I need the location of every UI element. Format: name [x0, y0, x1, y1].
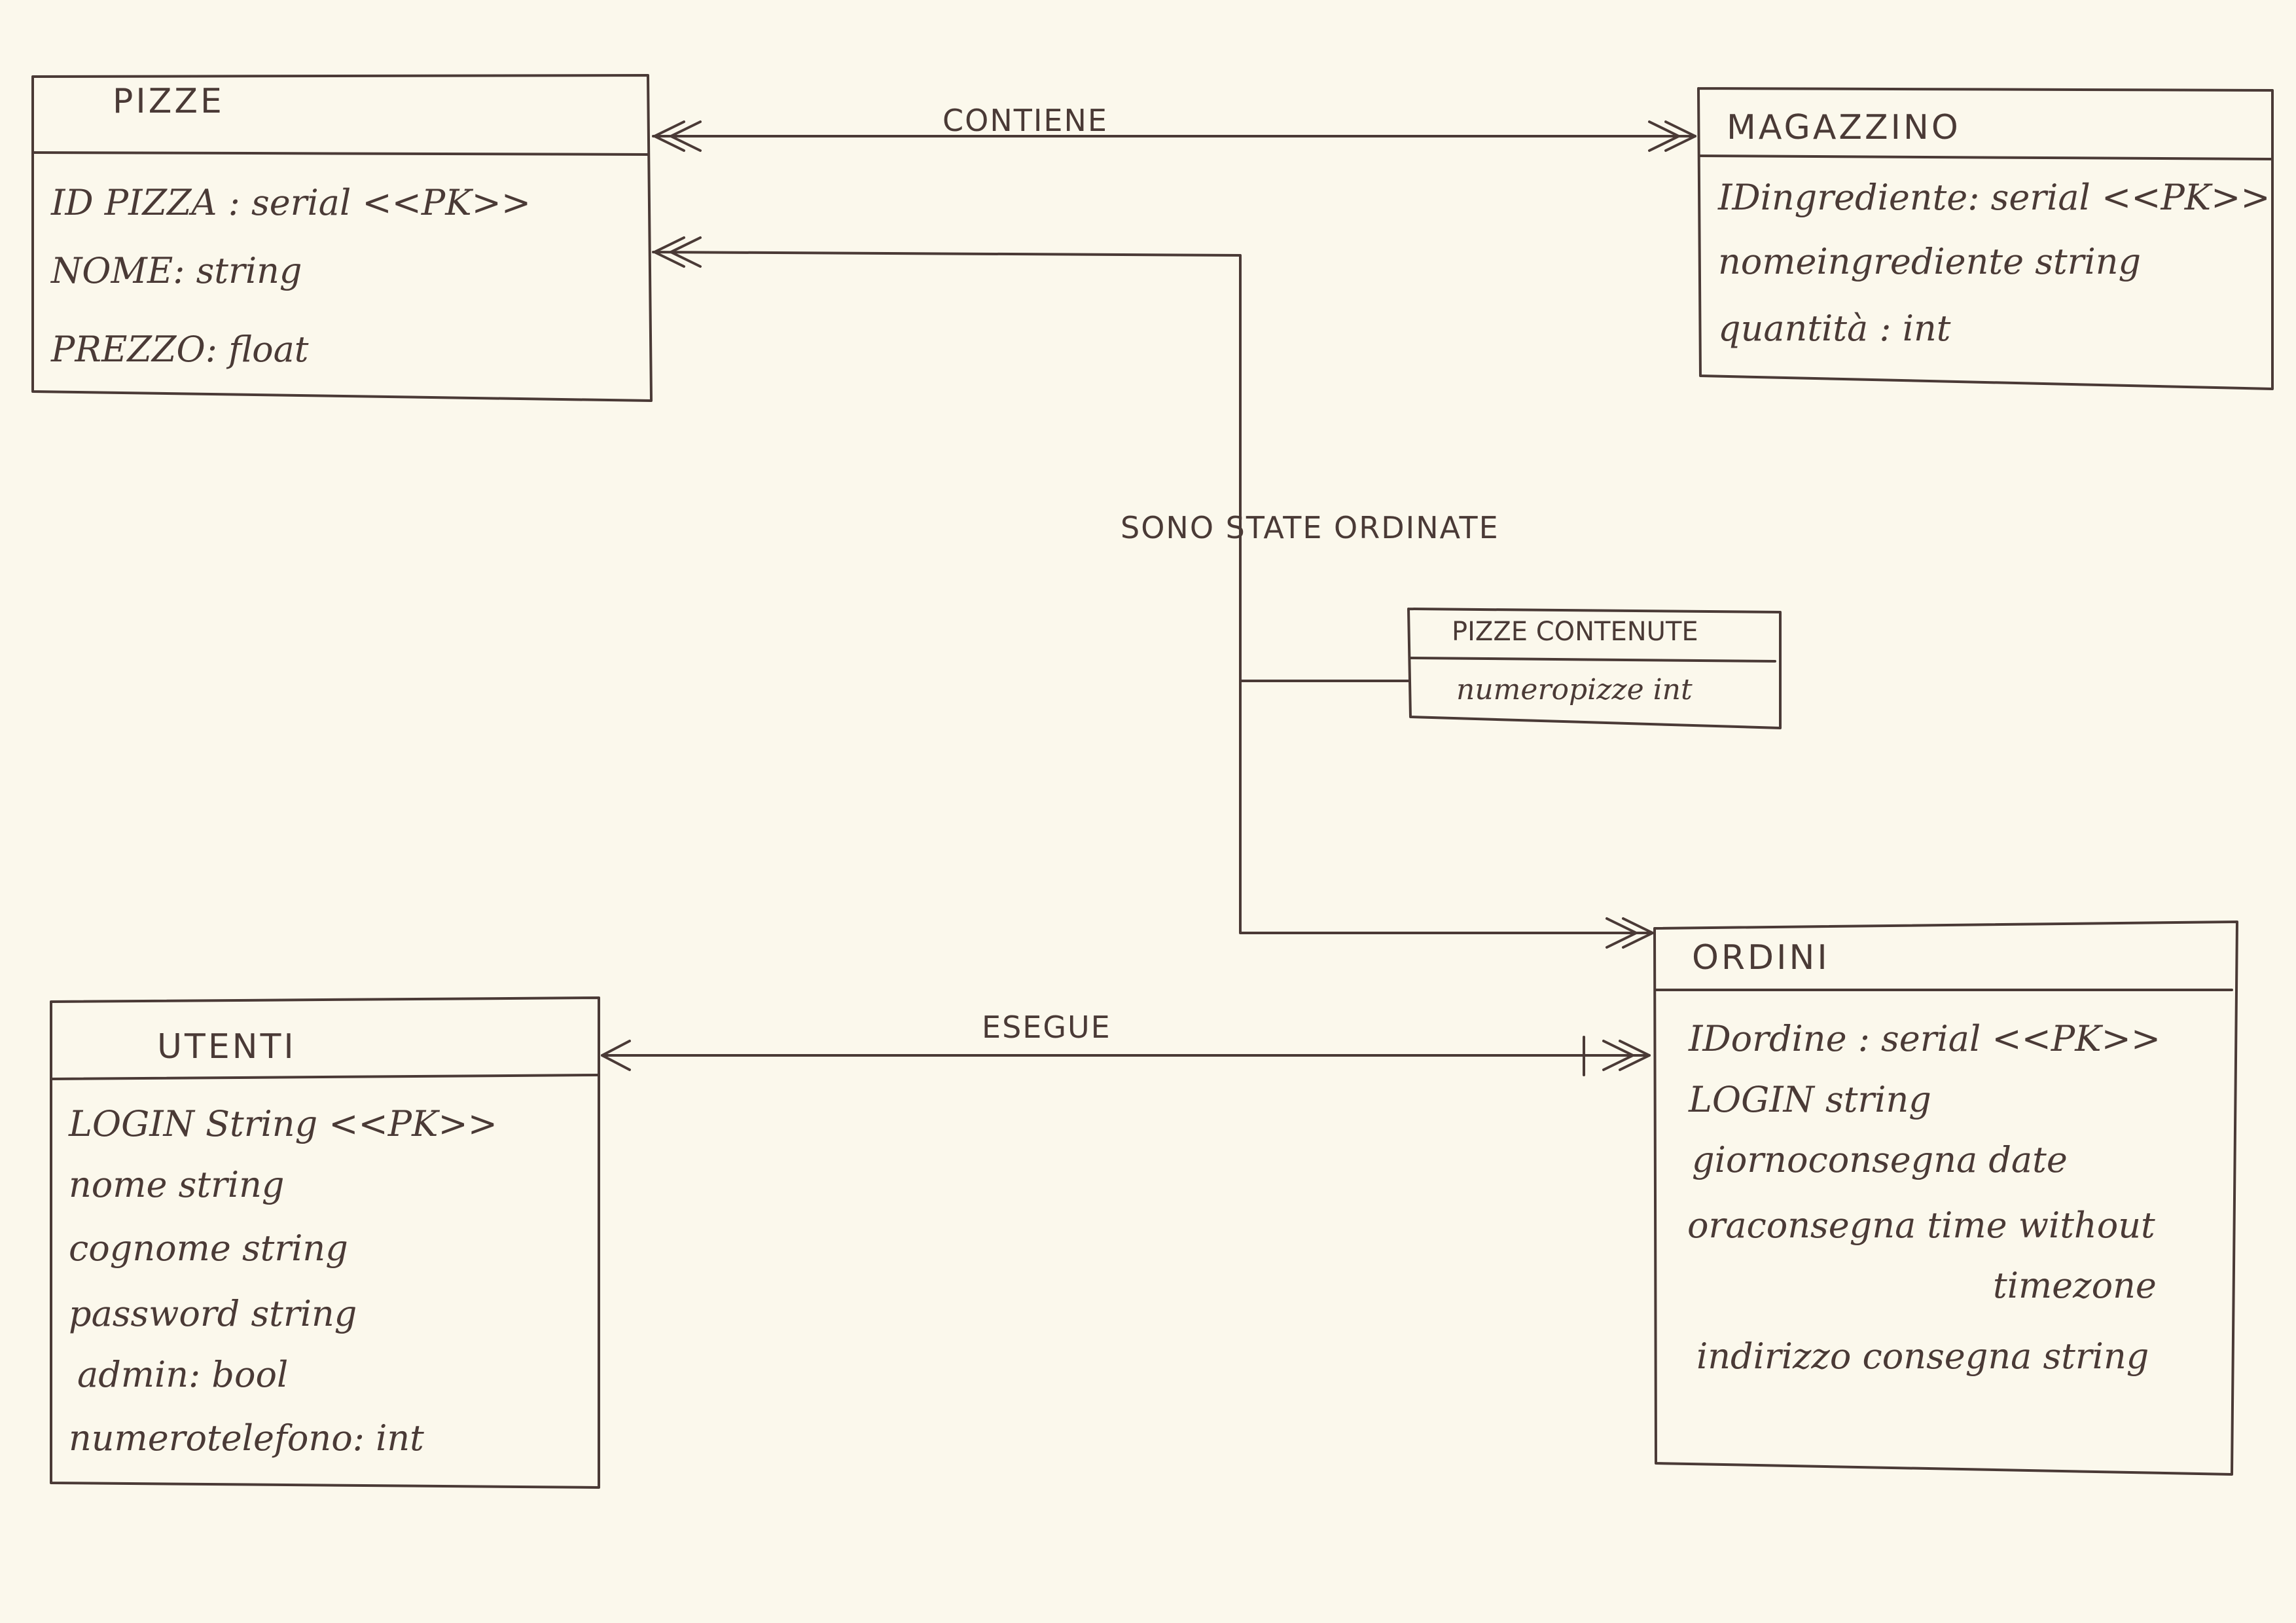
- ordini-attr-indirizzo: indirizzo consegna string: [1696, 1336, 2149, 1377]
- pizze-attr-nome: NOME: string: [50, 250, 302, 291]
- utenti-attr-password: password string: [69, 1293, 357, 1334]
- pizze-contenute-title: PIZZE CONTENUTE: [1452, 617, 1698, 647]
- ordinate-arrow-right-1: [1622, 917, 1654, 949]
- magazzino-attr-nome: nomeingrediente string: [1718, 241, 2141, 282]
- pizze-attr-prezzo: PREZZO: float: [50, 329, 309, 370]
- pizze-box: [31, 74, 653, 402]
- contiene-arrow-left-2: [670, 120, 702, 152]
- magazzino-attr-quantita: quantità : int: [1718, 308, 1951, 349]
- ordini-attr-id: IDordine : serial <<PK>>: [1688, 1018, 2161, 1059]
- entity-magazzino: MAGAZZINO IDingrediente: serial <<PK>> n…: [1697, 87, 2274, 390]
- contiene-arrow-left-1: [653, 120, 685, 152]
- magazzino-box: [1697, 87, 2274, 390]
- magazzino-attr-id: IDingrediente: serial <<PK>>: [1717, 177, 2270, 218]
- utenti-box: [50, 996, 600, 1489]
- ordini-attr-giorno: giornoconsegna date: [1692, 1139, 2068, 1180]
- ordinate-arrow-left-2: [670, 236, 702, 268]
- pizze-attr-id: ID PIZZA : serial <<PK>>: [50, 182, 531, 223]
- sono-state-ordinate-label: SONO STATE ORDINATE: [1121, 510, 1499, 545]
- contiene-arrow-right-2: [1648, 120, 1680, 152]
- contiene-label: CONTIENE: [942, 103, 1108, 138]
- ordini-attr-timezone: timezone: [1993, 1265, 2157, 1306]
- utenti-attr-telefono: numerotelefono: int: [69, 1417, 424, 1459]
- magazzino-title: MAGAZZINO: [1727, 108, 1961, 147]
- utenti-attr-nome: nome string: [69, 1164, 284, 1205]
- utenti-attr-admin: admin: bool: [77, 1354, 288, 1395]
- entity-pizze: PIZZE ID PIZZA : serial <<PK>> NOME: str…: [31, 74, 653, 402]
- entity-pizze-contenute: PIZZE CONTENUTE numeropizze int: [1407, 608, 1782, 729]
- esegue-arrow-left: [601, 1040, 631, 1071]
- pizze-contenute-divider: [1409, 657, 1776, 663]
- esegue-arrow-right-2: [1602, 1040, 1634, 1071]
- sono-state-ordinate-line: [652, 251, 1654, 934]
- pizze-title: PIZZE: [113, 82, 224, 121]
- pizze-divider: [31, 151, 649, 156]
- esegue-label: ESEGUE: [982, 1010, 1111, 1045]
- utenti-divider: [50, 1074, 600, 1080]
- ordini-box: [1653, 921, 2238, 1476]
- relation-esegue: ESEGUE: [601, 1010, 1651, 1076]
- magazzino-divider: [1699, 155, 2274, 160]
- pizze-contenute-attr: numeropizze int: [1456, 673, 1693, 706]
- utenti-attr-cognome: cognome string: [69, 1228, 348, 1269]
- entity-utenti: UTENTI LOGIN String <<PK>> nome string c…: [50, 996, 600, 1489]
- ordini-attr-login: LOGIN string: [1688, 1079, 1931, 1120]
- esegue-arrow-right-1: [1619, 1040, 1651, 1071]
- ordini-attr-ora: oraconsegna time without: [1687, 1205, 2155, 1246]
- ordini-title: ORDINI: [1692, 938, 1830, 977]
- ordinate-arrow-right-2: [1605, 917, 1638, 949]
- relation-sono-state-ordinate: SONO STATE ORDINATE: [652, 236, 1654, 949]
- relation-contiene: CONTIENE: [652, 103, 1696, 152]
- ordinate-arrow-left-1: [653, 236, 685, 268]
- utenti-attr-login: LOGIN String <<PK>>: [68, 1103, 497, 1144]
- contiene-arrow-right-1: [1664, 120, 1696, 152]
- entity-ordini: ORDINI IDordine : serial <<PK>> LOGIN st…: [1653, 921, 2238, 1476]
- utenti-title: UTENTI: [157, 1027, 296, 1067]
